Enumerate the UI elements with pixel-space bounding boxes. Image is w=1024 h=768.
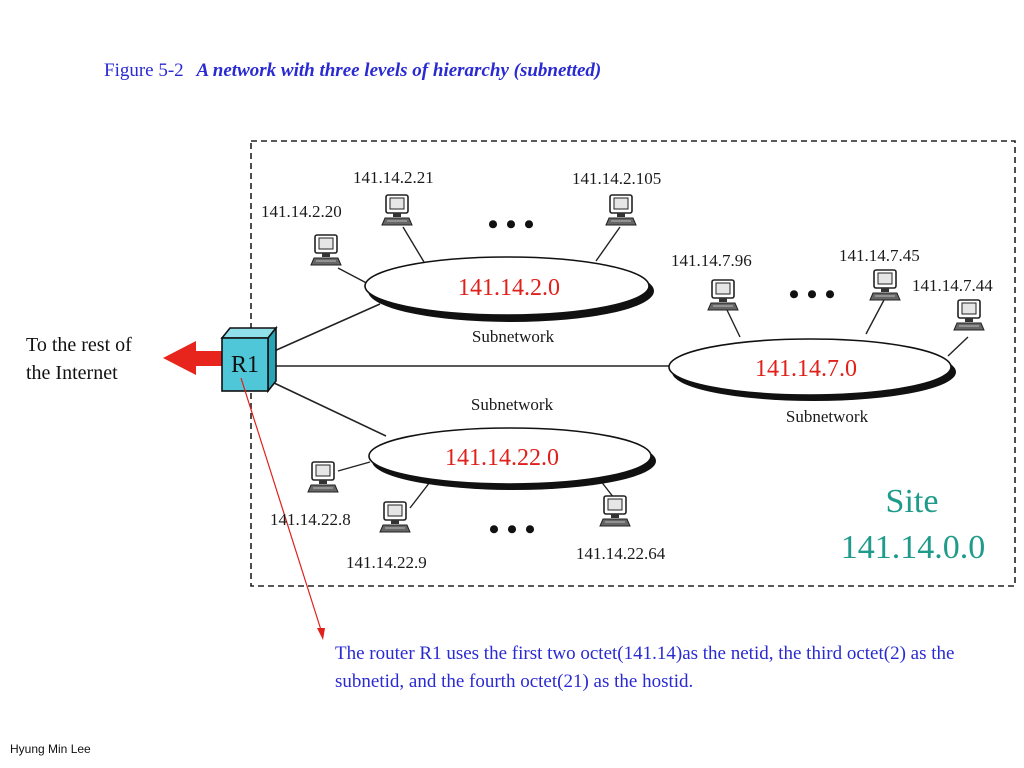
host-label: 141.14.7.96 <box>671 251 752 270</box>
host-label: 141.14.2.105 <box>572 169 661 188</box>
internet-label-line1: To the rest of <box>26 334 132 356</box>
subnet-22-label: Subnetwork <box>471 395 554 414</box>
computer-icon <box>307 461 339 493</box>
computer-icon <box>707 279 739 311</box>
host-label: 141.14.2.20 <box>261 202 342 221</box>
computer-icon <box>379 501 411 533</box>
host-label: 141.14.7.44 <box>912 276 993 295</box>
router-note-pointer <box>240 377 325 640</box>
subnet-2-label: Subnetwork <box>472 327 555 346</box>
subnet-7-address: 141.14.7.0 <box>755 356 857 382</box>
host-label: 141.14.22.64 <box>576 544 666 563</box>
subnet-2-address: 141.14.2.0 <box>458 275 560 301</box>
more-hosts-ellipsis: • • • <box>489 513 536 546</box>
link-r1-subnet-2 <box>271 303 381 353</box>
host-label: 141.14.22.8 <box>270 510 351 529</box>
link-host <box>865 299 885 335</box>
internet-label-line2: the Internet <box>26 362 118 384</box>
subnet-7: 141.14.7.0 Subnetwork <box>668 338 956 426</box>
computer-icon <box>310 234 342 266</box>
site-address: 141.14.0.0 <box>841 529 986 566</box>
figure-title: Figure 5-2 A network with three levels o… <box>104 60 601 82</box>
subnet-2: 141.14.2.0 Subnetwork <box>364 256 654 346</box>
figure-number: Figure 5-2 <box>104 60 184 81</box>
explanation-note: The router R1 uses the first two octet(1… <box>335 643 955 692</box>
author-name: Hyung Min Lee <box>10 742 91 756</box>
link-host <box>409 481 431 509</box>
computer-icon <box>953 299 985 331</box>
site-label: Site <box>886 483 939 520</box>
computer-icon <box>605 194 637 226</box>
host-label: 141.14.2.21 <box>353 168 434 187</box>
subnet-22: 141.14.22.0 Subnetwork <box>368 395 656 490</box>
link-host <box>947 336 969 357</box>
computer-icon <box>381 194 413 226</box>
internet-arrow <box>163 341 224 375</box>
link-host <box>726 309 741 338</box>
host-label: 141.14.22.9 <box>346 553 427 572</box>
computer-icon <box>869 269 901 301</box>
router-r1[interactable]: R1 <box>220 325 278 394</box>
host-label: 141.14.7.45 <box>839 246 920 265</box>
computer-icon <box>599 495 631 527</box>
figure-caption: A network with three levels of hierarchy… <box>196 60 602 81</box>
link-host <box>595 226 621 262</box>
subnet-7-label: Subnetwork <box>786 407 869 426</box>
link-host <box>337 461 371 472</box>
more-hosts-ellipsis: • • • <box>488 208 535 241</box>
more-hosts-ellipsis: • • • <box>789 278 836 311</box>
link-r1-subnet-22 <box>271 381 387 437</box>
router-label: R1 <box>231 352 259 378</box>
subnet-22-address: 141.14.22.0 <box>445 445 559 471</box>
link-host <box>402 226 425 263</box>
